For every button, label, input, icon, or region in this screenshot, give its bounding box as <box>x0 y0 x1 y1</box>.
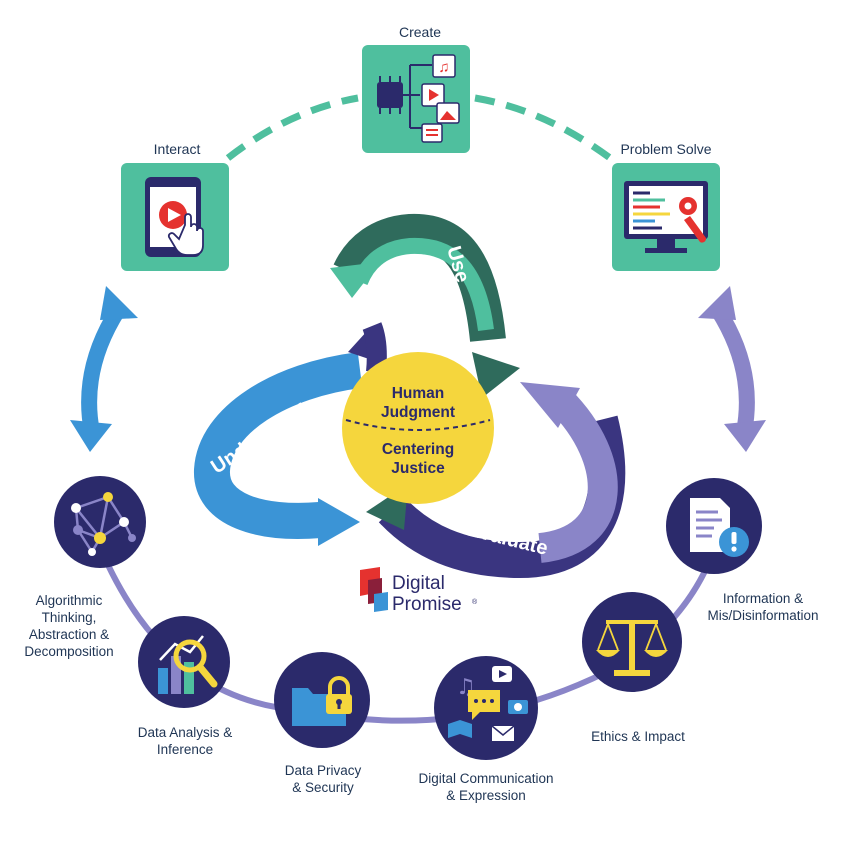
double-arrow-left <box>70 286 138 452</box>
center-bottom-line1: Centering <box>382 441 454 458</box>
data-analysis-label: Data Analysis & Inference <box>137 725 233 757</box>
media-chat-icon: ♫ <box>448 666 528 741</box>
algorithmic-label: Algorithmic Thinking, Abstraction & Deco… <box>24 593 114 659</box>
ethics-label: Ethics & Impact <box>591 729 685 744</box>
use-arrow <box>330 213 520 398</box>
problem-solve-label: Problem Solve <box>620 141 712 157</box>
center-circle: Human Judgment Centering Justice <box>342 352 494 504</box>
brand-line2: Promise <box>392 594 462 615</box>
document-alert-icon <box>690 498 749 557</box>
dashed-connector-left <box>225 94 359 161</box>
chip-media-icon: ♫ <box>377 54 460 143</box>
digital-communication-label: Digital Communication & Expression <box>418 771 554 803</box>
brand-line1: Digital <box>392 573 445 594</box>
digital-promise-logo: Digital Promise ® <box>360 567 478 615</box>
create-tile: ♫ <box>362 45 470 153</box>
interact-label: Interact <box>153 141 201 157</box>
data-privacy-label: Data Privacy & Security <box>284 763 362 795</box>
tablet-play-icon <box>145 177 204 257</box>
data-privacy-circle <box>274 652 370 748</box>
information-circle <box>666 478 762 574</box>
folder-lock-icon <box>292 676 352 726</box>
center-bottom-line2: Justice <box>391 460 445 477</box>
dashed-connector-right <box>474 94 613 161</box>
understand-arrow <box>194 322 387 546</box>
evaluate-arrow <box>366 382 626 579</box>
data-analysis-circle <box>138 616 230 708</box>
chart-magnifier-icon <box>158 635 218 694</box>
center-top-line2: Judgment <box>381 404 455 421</box>
svg-text:♫: ♫ <box>438 59 449 76</box>
double-arrow-right <box>698 286 766 452</box>
algorithmic-circle <box>54 476 146 568</box>
ethics-circle <box>582 592 682 692</box>
problem-solve-tile <box>612 163 720 271</box>
digital-communication-circle: ♫ <box>434 656 538 760</box>
brand-mark: ® <box>472 598 478 606</box>
interact-tile <box>121 163 229 271</box>
network-graph-icon <box>71 492 136 556</box>
information-label: Information & Mis/Disinformation <box>707 591 819 623</box>
create-label: Create <box>398 24 442 40</box>
monitor-wrench-icon <box>624 181 708 253</box>
scales-icon <box>596 620 668 676</box>
center-top-line1: Human <box>392 385 445 402</box>
